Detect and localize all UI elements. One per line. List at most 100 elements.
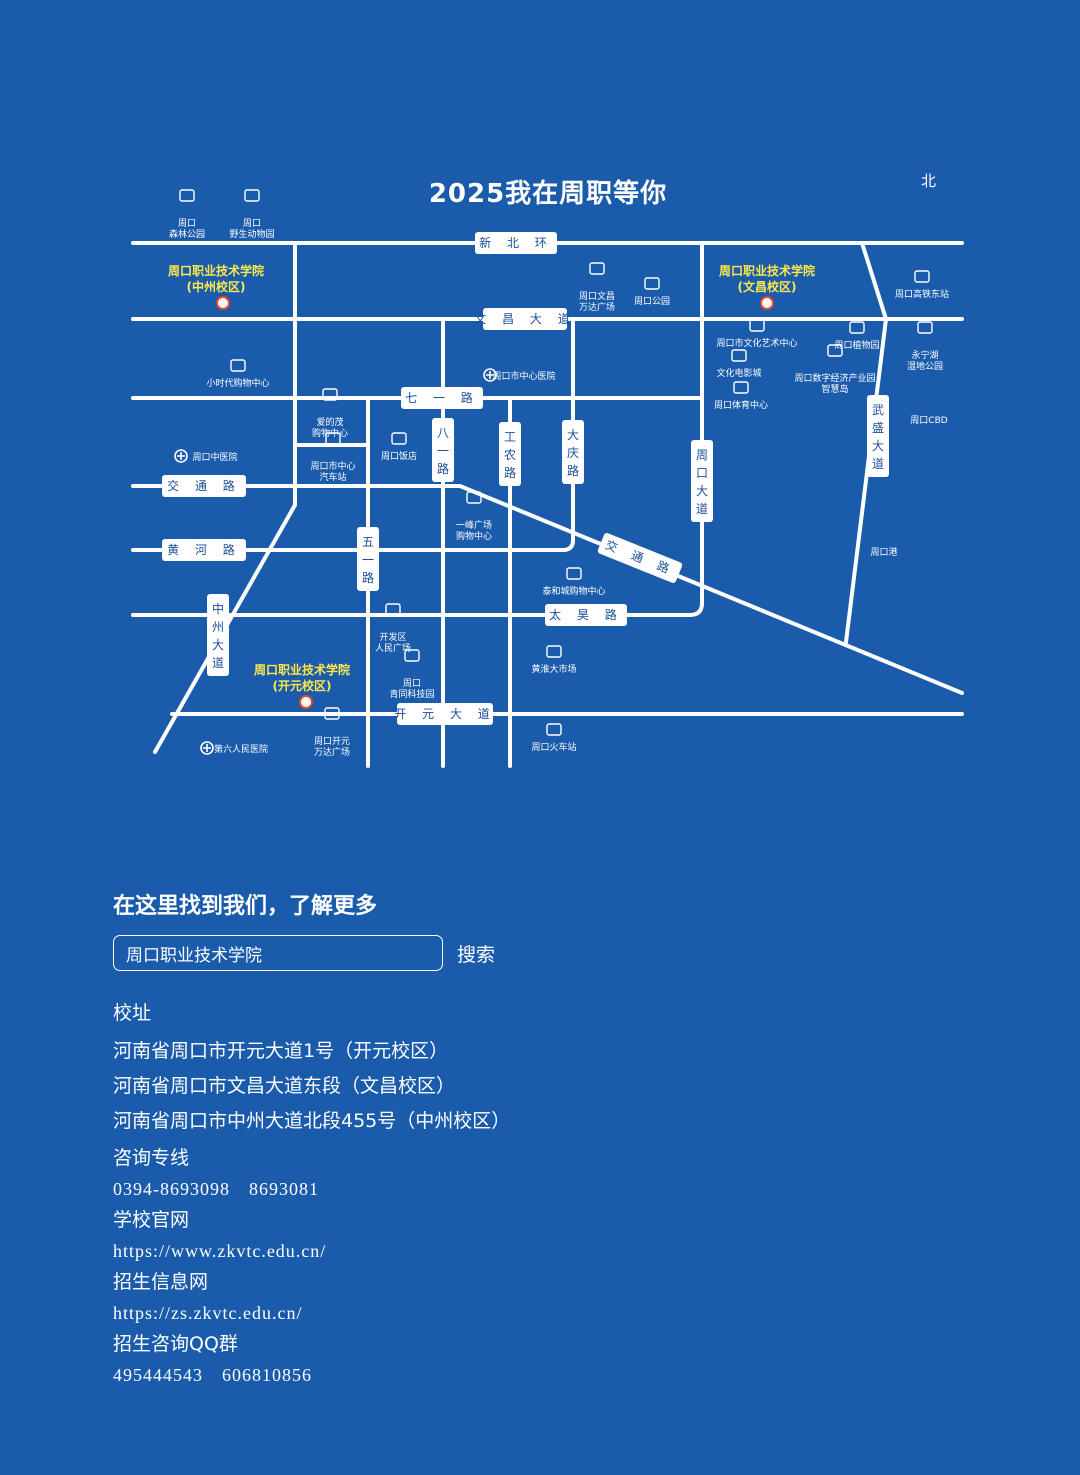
label-qiyi: 七 一 路 bbox=[405, 390, 479, 405]
north-indicator: 北 bbox=[921, 172, 936, 190]
label-wuyi-char: 一 bbox=[362, 553, 374, 567]
label-zhongzhou-char: 州 bbox=[212, 620, 224, 634]
poi-label: 周口植物园 bbox=[834, 339, 879, 351]
campus-zhongzhou-tag: (中州校区) bbox=[187, 279, 246, 294]
campus-kaiyuan-name: 周口职业技术学院 bbox=[254, 662, 350, 677]
label-xinbeihuan: 新 北 环 bbox=[479, 235, 553, 250]
poi-label: 智慧岛 bbox=[821, 383, 848, 395]
landmark-icon bbox=[385, 603, 401, 616]
label-daqing-char: 大 bbox=[567, 428, 579, 442]
landmark-icon bbox=[566, 567, 582, 580]
landmark-icon bbox=[546, 645, 562, 658]
poi-cinema: 文化电影城 bbox=[716, 349, 762, 379]
poi-central-hospital: 周口市中心医院 bbox=[483, 368, 556, 382]
poi-label: 周口市文化艺术中心 bbox=[716, 337, 797, 349]
poi-label: 购物中心 bbox=[456, 530, 492, 542]
landmark-icon bbox=[244, 189, 260, 202]
poi-label: 周口火车站 bbox=[531, 741, 576, 753]
poi-label: 周口 bbox=[243, 218, 261, 229]
hospital-icon bbox=[200, 741, 214, 755]
label-wuyi-char: 路 bbox=[362, 570, 374, 585]
poi-label: 永宁湖 bbox=[911, 349, 938, 361]
search-input[interactable]: 周口职业技术学院 bbox=[113, 935, 443, 971]
poi-port: 周口港 bbox=[870, 546, 897, 558]
poi-label: 周口饭店 bbox=[381, 450, 417, 462]
hospital-cross-icon bbox=[203, 744, 211, 752]
points-of-interest: 周口森林公园周口野生动物园周口文昌万达广场周口公园周口高铁东站周口市文化艺术中心… bbox=[169, 189, 949, 758]
label-taihao: 太 昊 路 bbox=[549, 607, 623, 622]
website-link[interactable]: https://www.zkvtc.edu.cn/ bbox=[113, 1241, 327, 1261]
poi-label: 万达广场 bbox=[579, 301, 615, 313]
campus-wenchang-name: 周口职业技术学院 bbox=[719, 263, 815, 278]
campus-location-map: 2025我在周职等你 北 新 北 环 文 昌 大 道 七 一 路 交 通 路 黄… bbox=[131, 172, 964, 768]
campus-wenchang[interactable]: 周口职业技术学院 (文昌校区) bbox=[719, 263, 815, 310]
road-labels: 新 北 环 文 昌 大 道 七 一 路 交 通 路 黄 河 路 太 昊 路 开 … bbox=[162, 232, 683, 725]
poi-label: 黄淮大市场 bbox=[531, 663, 576, 675]
landmark-icon bbox=[849, 321, 865, 334]
label-huanghe: 黄 河 路 bbox=[167, 542, 241, 557]
poi-label: 小时代购物中心 bbox=[206, 377, 269, 389]
poi-sixth-hospital: 第六人民医院 bbox=[200, 741, 268, 755]
website-label: 学校官网 bbox=[113, 1209, 190, 1231]
label-wuyi-char: 五 bbox=[362, 535, 374, 549]
qq-group-label: 招生咨询QQ群 bbox=[113, 1333, 238, 1355]
poi-label: 青同科技园 bbox=[389, 688, 434, 700]
search-button[interactable]: 搜索 bbox=[457, 943, 496, 966]
label-zhoukou_dadao-char: 大 bbox=[696, 484, 708, 498]
poi-label: 人民广场 bbox=[375, 642, 411, 654]
admission-site-link[interactable]: https://zs.zkvtc.edu.cn/ bbox=[113, 1303, 303, 1323]
label-zhongzhou-char: 道 bbox=[212, 656, 224, 670]
label-bayi-char: 八 bbox=[437, 426, 449, 440]
label-zhoukou_dadao-char: 周 bbox=[696, 448, 708, 462]
poi-label: 周口公园 bbox=[634, 296, 670, 307]
address-zhongzhou: 河南省周口市中州大道北段455号（中州校区） bbox=[113, 1110, 511, 1132]
poi-tcm-hospital: 周口中医院 bbox=[174, 449, 238, 463]
campus-zhongzhou[interactable]: 周口职业技术学院 (中州校区) bbox=[168, 263, 264, 310]
landmark-icon bbox=[827, 344, 843, 357]
poi-label: 周口文昌 bbox=[579, 290, 615, 302]
label-zhoukou_dadao-char: 道 bbox=[696, 502, 708, 516]
school-logo-icon bbox=[299, 695, 313, 709]
poi-culture-center: 周口市文化艺术中心 bbox=[716, 319, 798, 349]
label-wusheng-char: 武 bbox=[872, 403, 884, 417]
landmark-icon bbox=[546, 723, 562, 736]
poi-label: 湿地公园 bbox=[907, 360, 943, 372]
landmark-icon bbox=[324, 707, 340, 720]
label-wusheng-char: 大 bbox=[872, 439, 884, 453]
poi-label: 周口体育中心 bbox=[714, 399, 768, 411]
road-wusheng bbox=[844, 317, 888, 644]
school-logo-icon bbox=[760, 296, 774, 310]
poi-sports-center: 周口体育中心 bbox=[714, 381, 768, 411]
poi-huanghuai-market: 黄淮大市场 bbox=[531, 645, 577, 675]
label-wusheng-char: 道 bbox=[872, 457, 884, 471]
poi-zhoukou-hotel: 周口饭店 bbox=[381, 432, 417, 462]
label-wusheng-char: 盛 bbox=[872, 420, 884, 435]
poi-label: 一峰广场 bbox=[456, 519, 492, 531]
poi-label: 周口市中心 bbox=[310, 460, 355, 472]
poi-label: 泰和城购物中心 bbox=[542, 585, 605, 597]
landmark-icon bbox=[230, 359, 246, 372]
poi-label: 第六人民医院 bbox=[214, 743, 268, 755]
hospital-cross-icon bbox=[486, 371, 494, 379]
address-label: 校址 bbox=[113, 1002, 152, 1024]
contact-section: 在这里找到我们，了解更多 周口职业技术学院 搜索 校址 河南省周口市开元大道1号… bbox=[113, 888, 1013, 1393]
hospital-cross-icon bbox=[177, 452, 185, 460]
qq-group-numbers: 495444543 606810856 bbox=[113, 1365, 312, 1385]
landmark-icon bbox=[466, 491, 482, 504]
campus-kaiyuan[interactable]: 周口职业技术学院 (开元校区) bbox=[254, 662, 350, 709]
poi-label: 周口中医院 bbox=[192, 451, 237, 463]
landmark-icon bbox=[589, 262, 605, 275]
poi-train-station: 周口火车站 bbox=[531, 723, 577, 753]
label-zhoukou_dadao-char: 口 bbox=[696, 466, 708, 480]
poi-zhoukou-park: 周口公园 bbox=[634, 277, 670, 307]
poi-label: 汽车站 bbox=[319, 471, 346, 483]
campus-wenchang-tag: (文昌校区) bbox=[738, 279, 797, 294]
hotline-label: 咨询专线 bbox=[113, 1147, 190, 1169]
